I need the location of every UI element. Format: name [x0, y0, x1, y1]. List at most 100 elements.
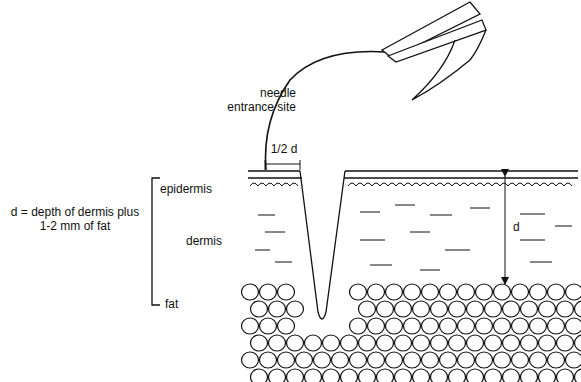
half-depth-dimension	[265, 160, 300, 170]
fat-cell	[368, 284, 385, 300]
fat-cell	[395, 335, 412, 351]
fat-cell	[251, 301, 268, 317]
fat-cell	[404, 284, 421, 300]
fat-cell	[548, 318, 565, 334]
fat-cell	[539, 369, 556, 382]
fat-cell	[512, 352, 529, 368]
fat-cell	[305, 369, 322, 382]
fat-cell	[413, 369, 430, 382]
fat-cell	[485, 301, 502, 317]
fat-cell	[449, 335, 466, 351]
dermal-papillae	[250, 183, 572, 186]
fat-cell	[368, 318, 385, 334]
bracket	[152, 178, 160, 305]
fat-cell	[557, 335, 574, 351]
fat-cell	[386, 352, 403, 368]
fat-cell	[440, 284, 457, 300]
fat-cell	[269, 335, 286, 351]
fat-cell	[557, 369, 574, 382]
fat-cell	[386, 318, 403, 334]
fat-cell	[278, 352, 295, 368]
fat-cell	[404, 352, 421, 368]
layer-label: dermis	[186, 234, 246, 248]
fat-cell	[242, 352, 259, 368]
fat-cell	[350, 352, 367, 368]
fat-cell	[494, 318, 511, 334]
fat-cell	[287, 369, 304, 382]
fat-cell	[251, 369, 268, 382]
fat-cell	[305, 335, 322, 351]
papillae-wave	[348, 183, 572, 186]
fat-cell	[512, 318, 529, 334]
fat-cell	[296, 352, 313, 368]
fat-cell	[413, 301, 430, 317]
fat-cell	[503, 301, 520, 317]
fat-cell	[269, 301, 286, 317]
fat-cell	[494, 284, 511, 300]
fat-cell	[503, 369, 520, 382]
fat-cell	[575, 335, 581, 351]
fat-cell	[521, 369, 538, 382]
fat-cell	[242, 284, 259, 300]
fat-cell	[386, 284, 403, 300]
fat-cell	[395, 369, 412, 382]
fat-cell	[467, 335, 484, 351]
fat-cell	[377, 369, 394, 382]
fat-cell	[485, 369, 502, 382]
fat-cell	[404, 318, 421, 334]
fat-cell	[359, 335, 376, 351]
fat-cell	[566, 352, 581, 368]
fat-cell	[350, 284, 367, 300]
fat-cell	[575, 369, 581, 382]
dimension-label: d	[513, 220, 533, 234]
fat-cell	[449, 369, 466, 382]
fat-cell	[539, 301, 556, 317]
fat-cell	[278, 284, 295, 300]
dermis-texture	[255, 205, 572, 270]
fat-cell	[458, 318, 475, 334]
skin-surface	[345, 170, 578, 171]
fat-cell	[548, 352, 565, 368]
fat-cell	[269, 369, 286, 382]
fat-cell	[530, 352, 547, 368]
fat-cell	[377, 335, 394, 351]
papillae-wave	[250, 183, 298, 186]
epidermis-line	[344, 177, 578, 178]
fat-cell	[440, 352, 457, 368]
dimension-label: 1/2 d	[262, 142, 306, 156]
fat-cell	[566, 318, 581, 334]
fat-cell	[260, 284, 277, 300]
fat-cell	[350, 318, 367, 334]
fat-cell	[314, 352, 331, 368]
fat-cell	[323, 335, 340, 351]
fat-cell	[323, 369, 340, 382]
fat-cell	[341, 335, 358, 351]
fat-cell	[287, 335, 304, 351]
suture-thread	[470, 30, 486, 60]
fat-cell	[530, 284, 547, 300]
fat-cell	[566, 284, 581, 300]
fat-cell	[413, 335, 430, 351]
fat-cell	[467, 301, 484, 317]
fat-cell	[503, 335, 520, 351]
skin-surface	[248, 170, 300, 171]
fat-cell	[359, 301, 376, 317]
fat-cell	[521, 335, 538, 351]
fat-cell	[512, 284, 529, 300]
fat-cell	[287, 301, 304, 317]
incision	[300, 171, 345, 319]
fat-cell	[422, 318, 439, 334]
fat-cell	[458, 284, 475, 300]
fat-cell	[521, 301, 538, 317]
fat-cell	[476, 318, 493, 334]
layer-label: epidermis	[160, 182, 240, 196]
fat-cell	[422, 284, 439, 300]
fat-cell	[476, 352, 493, 368]
fat-cell	[242, 318, 259, 334]
fat-cells	[242, 284, 581, 382]
suture-thread	[412, 40, 470, 100]
fat-cell	[458, 352, 475, 368]
skin-layers	[152, 2, 578, 319]
fat-cell	[395, 301, 412, 317]
